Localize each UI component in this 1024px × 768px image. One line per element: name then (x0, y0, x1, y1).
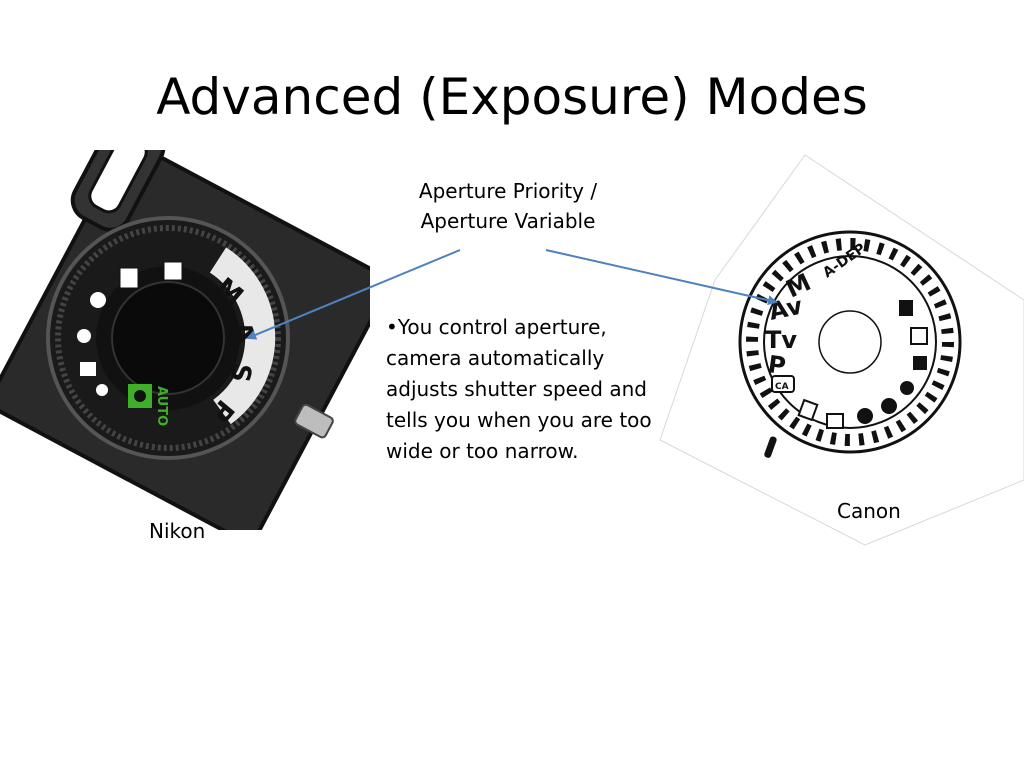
canon-mode-tv: Tv (765, 326, 797, 354)
nikon-auto-label: AUTO (154, 386, 169, 426)
canon-caption: Canon (837, 499, 901, 523)
slide-title: Advanced (Exposure) Modes (156, 68, 868, 126)
canon-mode-p: P (766, 350, 787, 380)
callout-label: Aperture Priority / Aperture Variable (380, 176, 636, 236)
nikon-mode-s: S (224, 361, 257, 385)
canon-mode-ca: CA (775, 382, 789, 392)
body-text: •You control aperture, camera automatica… (386, 315, 652, 463)
canon-dial-image: A-DEP M Av Tv P CA (659, 154, 1024, 546)
nikon-caption: Nikon (149, 519, 206, 543)
nikon-dial-image: M A S P AUTO (0, 150, 370, 530)
callout-line-2: Aperture Variable (420, 209, 596, 233)
callout-line-1: Aperture Priority / (418, 179, 598, 203)
